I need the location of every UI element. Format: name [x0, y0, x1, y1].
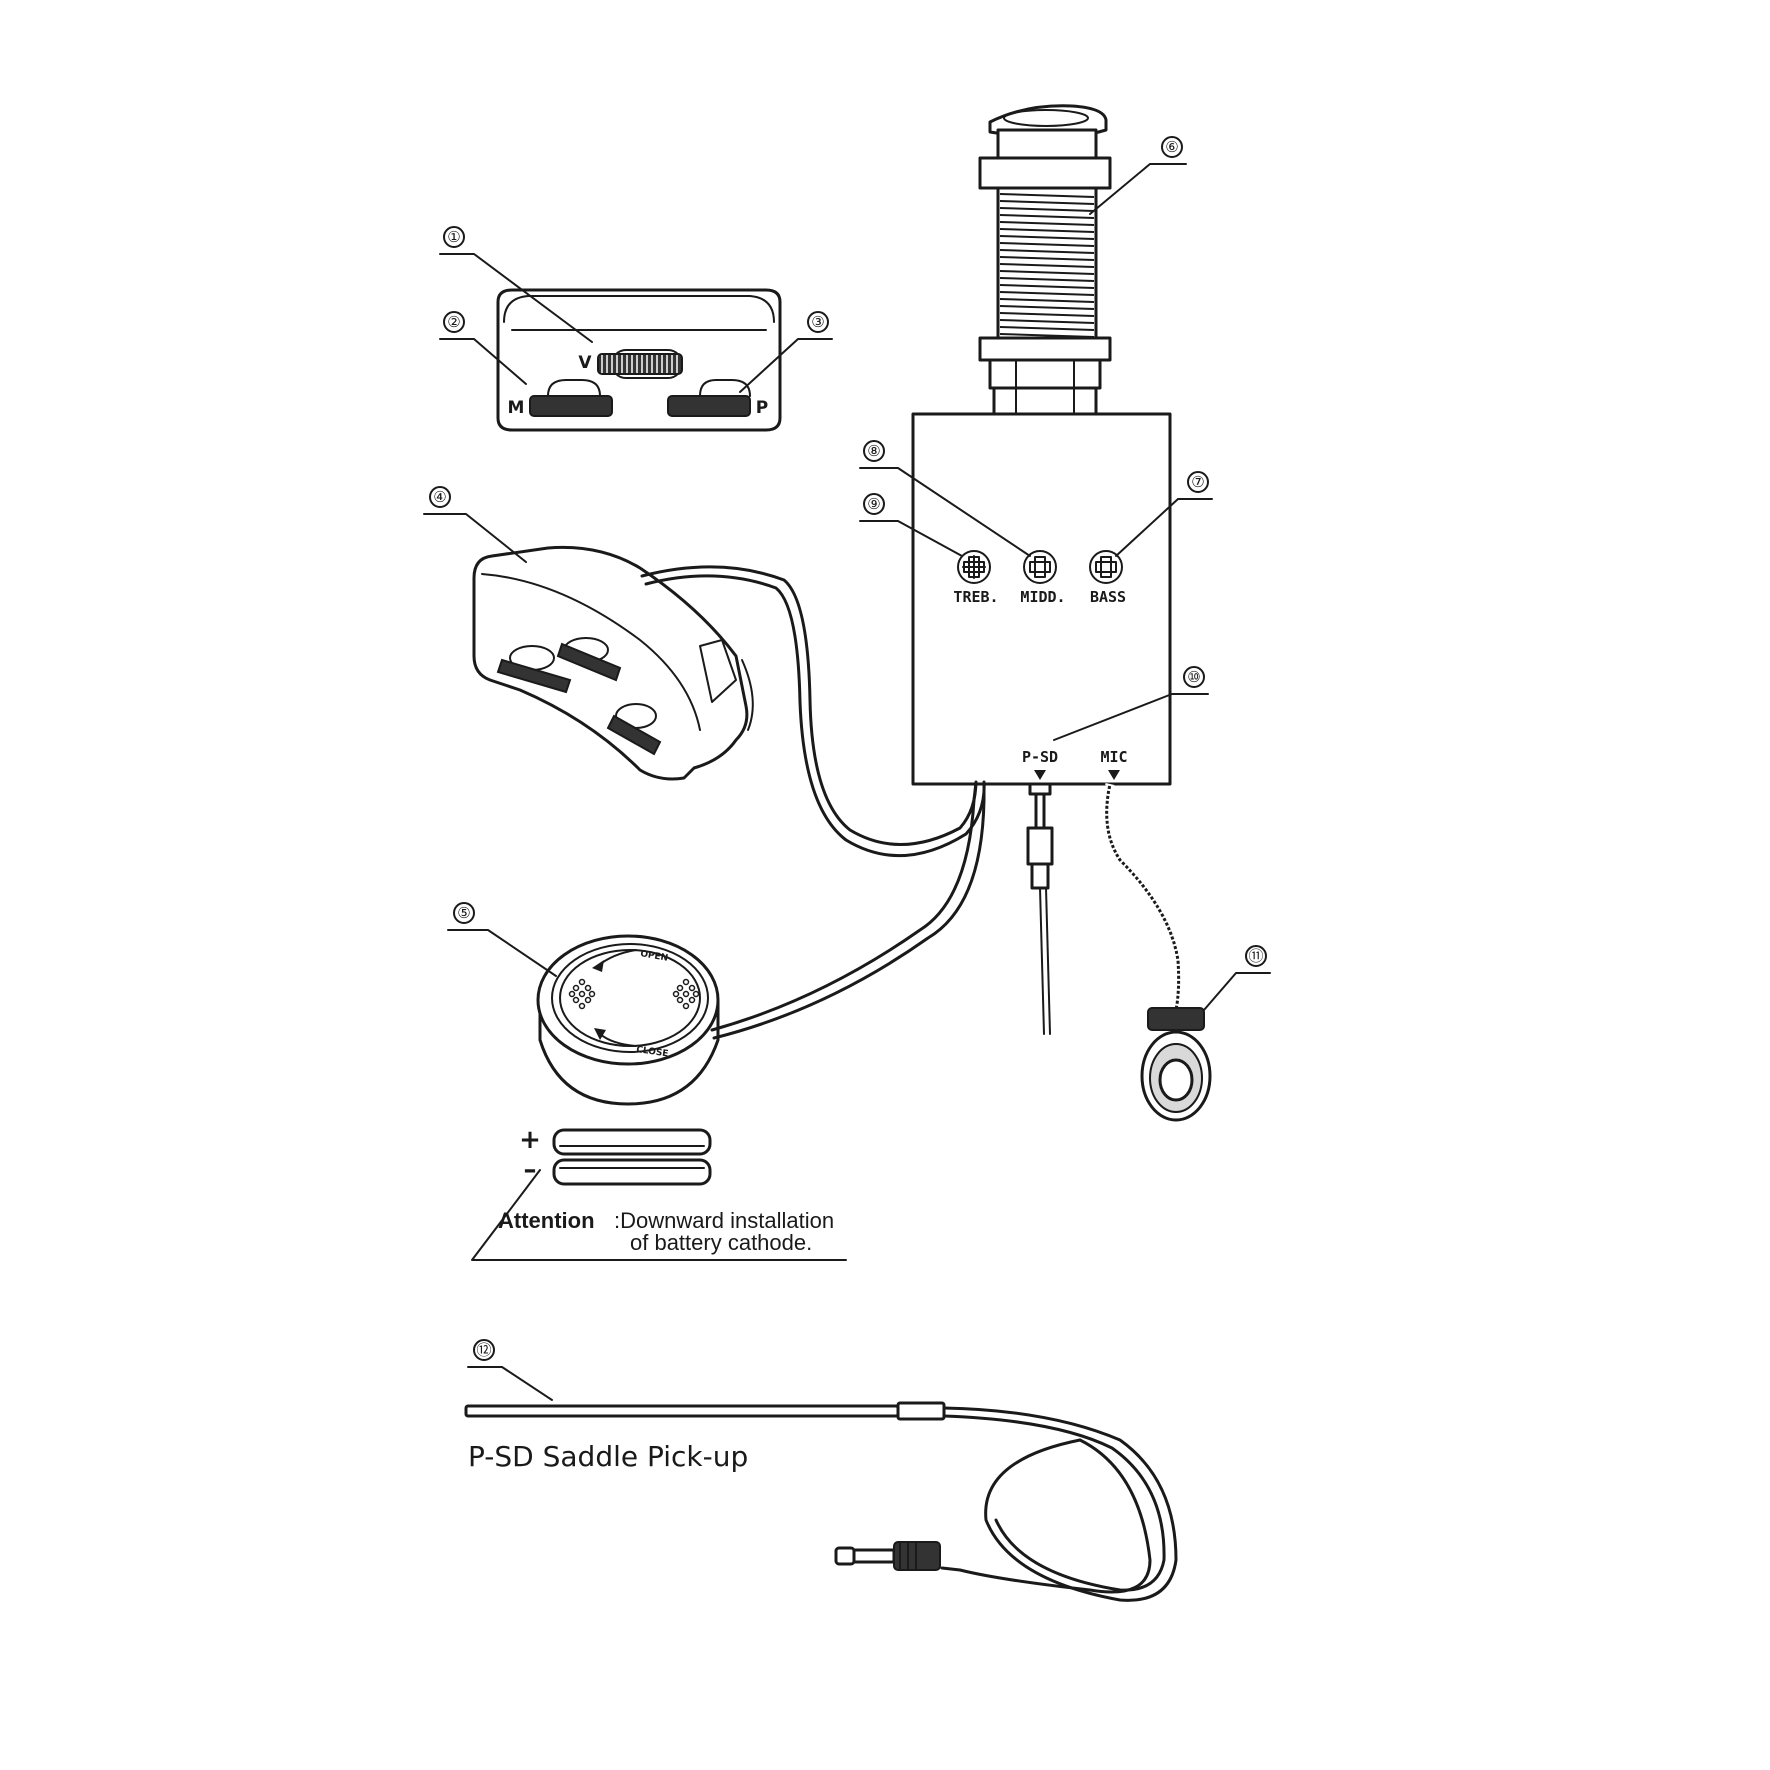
detail-line	[999, 312, 1095, 317]
psd-arrow-icon	[1034, 770, 1046, 780]
grip-dot	[578, 978, 586, 986]
callout-4: ④	[433, 488, 446, 506]
grip-dot	[578, 1002, 586, 1010]
detail-line	[999, 200, 1095, 205]
battery-box: OPEN CLOSE	[536, 780, 986, 1106]
angled-wheel-1	[496, 645, 572, 694]
detail-line	[999, 214, 1095, 219]
psd-jack-plug	[1026, 782, 1054, 1035]
mic-port-label: MIC	[1100, 748, 1127, 766]
battery-cells: + –	[519, 1125, 712, 1186]
saddle-pickup: P-SD Saddle Pick-up	[464, 1401, 1178, 1602]
close-label: CLOSE	[636, 1045, 669, 1059]
preamp-body: TREB. MIDD. BASS P-SD MIC	[911, 412, 1172, 786]
grip-dot	[676, 984, 684, 992]
callouts: ① ② ③ ④ ⑤ ⑥ ⑦ ⑧ ⑨ ⑩	[423, 136, 1271, 1401]
detail-line	[999, 235, 1095, 240]
battery-plus-sign: +	[519, 1125, 541, 1155]
detail-line	[999, 242, 1095, 247]
attention-line-1: :Downward installation	[614, 1208, 834, 1233]
pickup-plug	[834, 1541, 941, 1571]
grip-dot	[584, 996, 592, 1004]
detail-line	[999, 228, 1095, 233]
callout-10: ⑩	[1187, 668, 1200, 686]
grip-dot	[588, 990, 596, 998]
detail-line	[999, 207, 1095, 212]
callout-12: ⑫	[476, 1341, 491, 1359]
callout-8: ⑧	[867, 442, 880, 460]
attention-note: Attention :Downward installation of batt…	[471, 1169, 847, 1261]
pickup-wheel[interactable]	[667, 379, 751, 417]
detail-line	[999, 221, 1095, 226]
output-jack	[978, 104, 1112, 416]
bass-knob[interactable]	[1089, 550, 1123, 584]
detail-line	[999, 305, 1095, 310]
detail-line	[999, 277, 1095, 282]
treble-knob[interactable]	[957, 550, 991, 584]
grip-dot	[688, 996, 696, 1004]
callout-1: ①	[447, 228, 460, 246]
grip-dot	[688, 984, 696, 992]
control-panel-3d	[472, 545, 986, 857]
mic-wheel[interactable]	[529, 379, 613, 417]
detail-line	[999, 291, 1095, 296]
middle-label: MIDD.	[1020, 588, 1065, 606]
callout-5: ⑤	[457, 904, 470, 922]
grip-dot	[692, 990, 700, 998]
mic-arrow-icon	[1108, 770, 1120, 780]
callout-2: ②	[447, 313, 460, 331]
callout-11: ⑪	[1248, 947, 1263, 965]
psd-port-label: P-SD	[1022, 748, 1058, 766]
grip-dot	[672, 990, 680, 998]
volume-label: V	[578, 353, 592, 373]
detail-line	[999, 326, 1095, 331]
mic-label: M	[508, 398, 525, 418]
volume-wheel[interactable]	[597, 349, 683, 379]
middle-knob[interactable]	[1023, 550, 1057, 584]
attention-label: Attention	[498, 1208, 595, 1233]
gooseneck-mic	[1102, 782, 1212, 1122]
detail-line	[999, 249, 1095, 254]
detail-line	[999, 263, 1095, 268]
attention-line-2: of battery cathode.	[630, 1230, 812, 1255]
detail-line	[999, 284, 1095, 289]
detail-line	[999, 298, 1095, 303]
callout-9: ⑨	[867, 495, 880, 513]
callout-6: ⑥	[1165, 138, 1178, 156]
bass-label: BASS	[1090, 588, 1126, 606]
detail-line	[999, 256, 1095, 261]
callout-7: ⑦	[1191, 473, 1204, 491]
pickup-title: P-SD Saddle Pick-up	[468, 1440, 748, 1473]
grip-dot	[578, 990, 586, 998]
grip-dot	[682, 978, 690, 986]
grip-dot	[584, 984, 592, 992]
grip-dot	[572, 996, 580, 1004]
detail-line	[999, 270, 1095, 275]
grip-dot	[572, 984, 580, 992]
pickup-label: P	[756, 398, 768, 418]
angled-wheel-2	[556, 637, 622, 682]
open-arrow-icon	[592, 960, 604, 972]
close-arrow-icon	[594, 1028, 606, 1040]
detail-line	[999, 193, 1095, 198]
detail-line	[999, 319, 1095, 324]
grip-dot	[682, 990, 690, 998]
control-panel: V M P	[496, 288, 782, 432]
grip-dot	[568, 990, 576, 998]
angled-wheel-3	[606, 703, 662, 756]
grip-dot	[676, 996, 684, 1004]
treble-label: TREB.	[953, 588, 998, 606]
battery-minus-sign: –	[524, 1155, 537, 1185]
grip-dot	[682, 1002, 690, 1010]
open-label: OPEN	[639, 949, 668, 964]
callout-3: ③	[811, 313, 824, 331]
